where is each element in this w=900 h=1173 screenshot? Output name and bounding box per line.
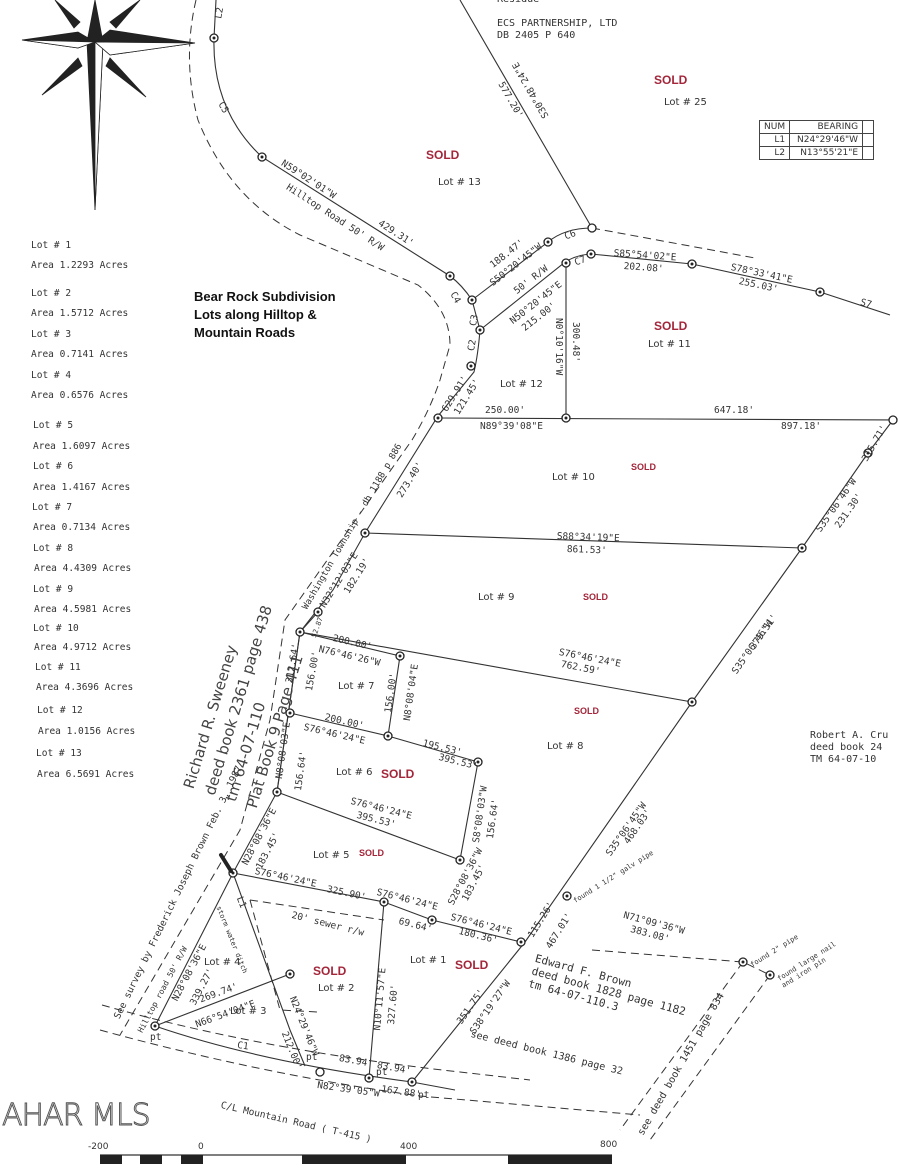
legend-area-8: Area 4.4309 Acres (34, 563, 132, 574)
sold-badge-lot-10: SOLD (631, 462, 657, 472)
legend-lot-4: Lot # 4 (31, 370, 72, 381)
lot-12-label: Lot # 12 (500, 379, 543, 390)
legend-area-13: Area 6.5691 Acres (37, 769, 135, 780)
table-header-bearing: BEARING (789, 120, 864, 134)
lot-5-label: Lot # 5 (313, 850, 350, 861)
sold-badge-lot-5: SOLD (359, 848, 385, 858)
bearing-label: N89°39'08"E (480, 421, 543, 432)
legend-lot-12: Lot # 12 (37, 705, 83, 716)
sold-badge-lot-6: SOLD (381, 767, 415, 781)
lot-3-label: Lot # 3 (230, 1006, 267, 1017)
legend-lot-7: Lot # 7 (32, 502, 73, 513)
lot-2-label: Lot # 2 (318, 983, 355, 994)
legend-lot-2: Lot # 2 (31, 288, 72, 299)
bearing-label: S88°34'19"E (556, 531, 620, 545)
title-line-3: Mountain Roads (194, 325, 296, 340)
legend-lot-8: Lot # 8 (33, 543, 74, 554)
sold-badge-lot-8: SOLD (574, 706, 600, 716)
title-line-1: Bear Rock Subdivision (194, 289, 336, 304)
legend-area-9: Area 4.5981 Acres (34, 604, 132, 615)
legend-area-12: Area 1.0156 Acres (38, 726, 136, 737)
point-label: pt (150, 1032, 162, 1043)
point-label: pt (376, 1067, 388, 1078)
compass-rose-icon (21, 0, 196, 211)
scale-tick-label: 400 (400, 1142, 418, 1152)
legend-lot-10: Lot # 10 (33, 623, 79, 634)
line-label: L2 (213, 6, 227, 20)
sold-badge-lot-2: SOLD (313, 964, 347, 978)
legend-lot-3: Lot # 3 (31, 329, 72, 340)
curve-label: C2 (466, 338, 479, 352)
legend-lot-6: Lot # 6 (33, 461, 74, 472)
distance-label: 647.18' (714, 405, 755, 416)
sold-badge-lot-13: SOLD (426, 148, 460, 162)
lot-11-label: Lot # 11 (648, 339, 691, 350)
legend-area-3: Area 0.7141 Acres (31, 349, 129, 360)
legend-area-10: Area 4.9712 Acres (34, 642, 132, 653)
lot-25-label: Lot # 25 (664, 97, 707, 108)
table-header-num: NUM (758, 120, 791, 134)
map-title: Bear Rock Subdivision Lots along Hilltop… (194, 288, 336, 342)
lot-6-label: Lot # 6 (336, 767, 373, 778)
legend-lot-9: Lot # 9 (33, 584, 74, 595)
sold-badge-lot-9: SOLD (583, 592, 609, 602)
legend-area-7: Area 0.7134 Acres (33, 522, 131, 533)
survey-pins (150, 33, 898, 1087)
lot-8-label: Lot # 8 (547, 741, 584, 752)
lot-7-label: Lot # 7 (338, 681, 375, 692)
legend-area-1: Area 1.2293 Acres (31, 260, 129, 271)
lot-9-label: Lot # 9 (478, 592, 515, 603)
scale-tick-label: 800 (600, 1140, 618, 1150)
legend-area-6: Area 1.4167 Acres (33, 482, 131, 493)
lot-13-label: Lot # 13 (438, 177, 481, 188)
robert-cru-owner: Robert A. Cru deed book 24 TM 64-07-10 (810, 730, 889, 765)
distance-label: 897.18' (781, 421, 822, 432)
distance-label: 250.00' (485, 405, 526, 416)
curve-label: C3 (468, 313, 481, 327)
legend-area-4: Area 0.6576 Acres (31, 390, 129, 401)
lot-1-label: Lot # 1 (410, 955, 447, 966)
point-label: pt (418, 1090, 430, 1101)
sold-badge-lot-11: SOLD (654, 319, 688, 333)
bearing-label: N0°10'16"W (553, 318, 564, 376)
legend-lot-13: Lot # 13 (36, 748, 82, 759)
legend-lot-1: Lot # 1 (31, 240, 72, 251)
lot-10-label: Lot # 10 (552, 472, 595, 483)
curve-label: C1 (236, 1040, 250, 1053)
point-label: pt (306, 1052, 318, 1063)
sold-badge-lot-25: SOLD (654, 73, 688, 87)
legend-area-11: Area 4.3696 Acres (36, 682, 134, 693)
legend-area-5: Area 1.6097 Acres (33, 441, 131, 452)
scale-tick-label: 0 (198, 1142, 204, 1152)
legend-lot-5: Lot # 5 (33, 420, 74, 431)
scale-tick-label: -200 (88, 1142, 109, 1152)
lot-4-label: Lot # 4 (204, 957, 241, 968)
ecs-partnership-owner: Residue ECS PARTNERSHIP, LTD DB 2405 P 6… (497, 0, 618, 41)
distance-label: 300.48' (570, 322, 581, 363)
sold-badge-lot-1: SOLD (455, 958, 489, 972)
title-line-2: Lots along Hilltop & (194, 307, 317, 322)
legend-lot-11: Lot # 11 (35, 662, 81, 673)
mls-watermark: AHAR MLS (2, 1098, 152, 1134)
distance-label: 861.53' (566, 544, 608, 557)
scale-bar (100, 1154, 612, 1164)
legend-area-2: Area 1.5712 Acres (31, 308, 129, 319)
